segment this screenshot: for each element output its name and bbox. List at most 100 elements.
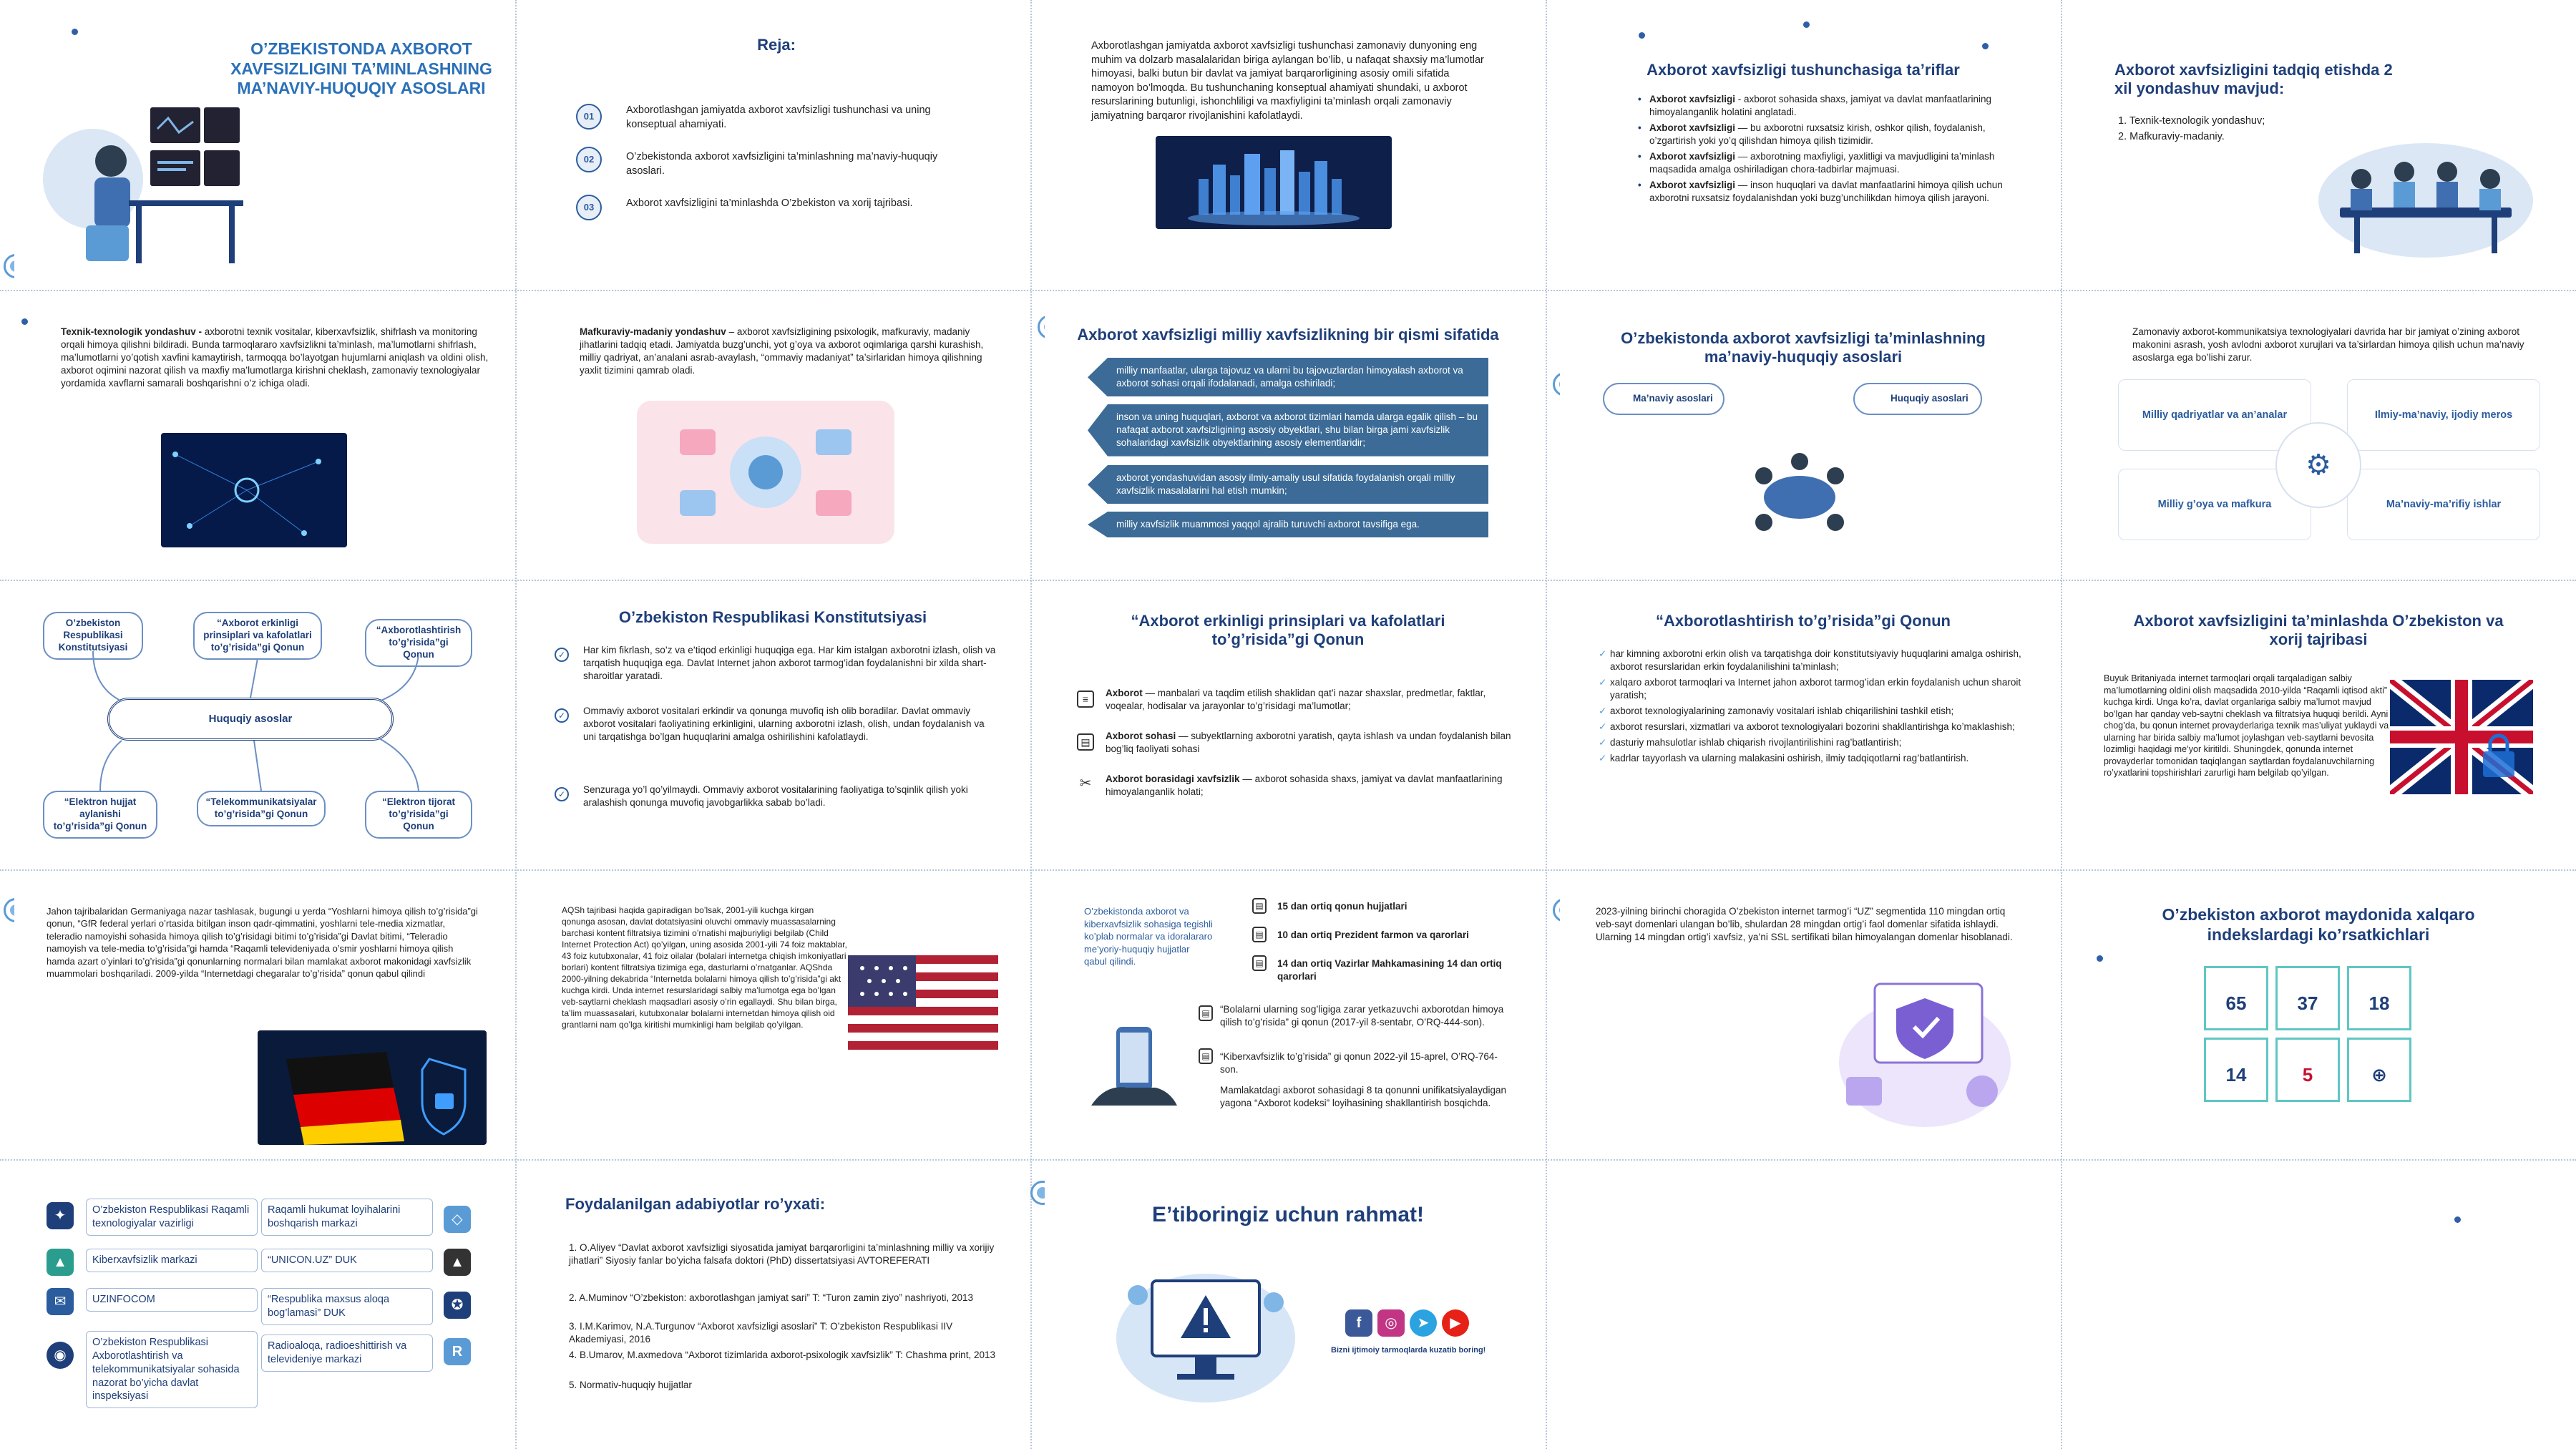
term: Texnik-texnologik yondashuv - xyxy=(61,326,203,337)
instagram-icon[interactable]: ◎ xyxy=(1377,1309,1405,1337)
dot-decoration xyxy=(1639,32,1645,39)
goal-item: axborot texnologiyalarining zamonaviy vo… xyxy=(1596,705,2025,718)
slide-5: Axborot xavfsizligini tadqiq etishda 2 x… xyxy=(2075,7,2562,286)
list-icon: ≡ xyxy=(1077,691,1094,708)
germany-flag-security-image xyxy=(258,1030,487,1145)
team-meeting-illustration xyxy=(2318,143,2533,258)
smart-city-hand-illustration xyxy=(1156,136,1392,229)
org-box: O’zbekiston Respublikasi Raqamli texnolo… xyxy=(86,1199,258,1236)
slide-title: “Axborot erkinligi prinsiplari va kafola… xyxy=(1131,612,1445,649)
slide-title: O’zbekiston axborot maydonida xalqaro in… xyxy=(2162,905,2475,944)
definition: — axborotning maxfiyligi, yaxlitligi va … xyxy=(1649,150,1995,175)
slide-paragraph: Axborotlashgan jamiyatda axborot xavfsiz… xyxy=(1091,40,1484,122)
goal-item: dasturiy mahsulotlar ishlab chiqarish ri… xyxy=(1596,736,2025,749)
youtube-icon[interactable]: ▶ xyxy=(1442,1309,1469,1337)
divider xyxy=(1030,0,1032,1449)
slide-paragraph: 2023-yilning birinchi choragida O’zbekis… xyxy=(1596,906,2013,942)
slide-12: O’zbekiston Respublikasi Konstitutsiyasi… xyxy=(530,587,1016,866)
constitution-point: Har kim fikrlash, so’z va e’tiqod erkinl… xyxy=(583,645,996,681)
slide-7: Mafkuraviy-madaniy yondashuv – axborot x… xyxy=(530,297,1016,576)
document-icon: ▤ xyxy=(1077,733,1094,751)
spiritual-basis-pill: Ma’naviy asoslari xyxy=(1603,383,1724,415)
document-icon: ▤ xyxy=(1252,955,1267,971)
slide-title: E’tiboringiz uchun rahmat! xyxy=(1152,1203,1424,1226)
point-band: milliy manfaatlar, ularga tajovuz va ula… xyxy=(1088,358,1488,397)
term: Axborot sohasi xyxy=(1106,731,1176,741)
social-follow-text: Bizni ijtimoiy tarmoqlarda kuzatib borin… xyxy=(1331,1346,1486,1355)
reference-item: 4. B.Umarov, M.axmedova “Axborot tizimla… xyxy=(569,1350,995,1360)
divider xyxy=(0,290,2576,291)
slide-title: Reja: xyxy=(757,36,796,54)
slide-21: O’zbekiston Respublikasi Raqamli texnolo… xyxy=(14,1166,501,1445)
security-shield-illustration xyxy=(1839,982,2011,1127)
slide-paragraph: Jahon tajribalaridan Germaniyaga nazar t… xyxy=(47,906,478,980)
definition: — manbalari va taqdim etilish shaklidan … xyxy=(1106,688,1486,711)
value-quadrant: Ilmiy-ma’naviy, ijodiy meros xyxy=(2347,379,2540,451)
cyber-center-logo-icon: ▲ xyxy=(47,1249,74,1276)
org-box: “UNICON.UZ” DUK xyxy=(261,1249,433,1272)
slide-paragraph: Zamonaviy axborot-kommunikatsiya texnolo… xyxy=(2132,326,2524,363)
slide-title: Foydalanilgan adabiyotlar ro’yxati: xyxy=(565,1195,826,1213)
constitution-point: Ommaviy axborot vositalari erkindir va q… xyxy=(583,706,985,742)
org-box: Radioaloqa, radioeshittirish va televide… xyxy=(261,1335,433,1372)
inspection-logo-icon: ◉ xyxy=(47,1342,74,1369)
person-at-computer-illustration xyxy=(43,107,243,263)
org-box: UZINFOCOM xyxy=(86,1288,258,1312)
index-card: 37 xyxy=(2275,966,2340,1030)
law-pill: “Axborot erkinligi prinsiplari va kafola… xyxy=(193,612,322,660)
globe-icon: ⊕ xyxy=(2371,1064,2387,1085)
divider xyxy=(515,0,517,1449)
org-box: Kiberxavfsizlik markazi xyxy=(86,1249,258,1272)
slide-title: O’zbekistonda axborot xavfsizligi ta’min… xyxy=(1621,329,1986,366)
slide-18: O’zbekistonda axborot va kiberxavfsizlik… xyxy=(1045,877,1531,1156)
value-quadrant: Milliy qadriyatlar va an’analar xyxy=(2118,379,2311,451)
definition-item: Axborot xavfsizligi — axborotning maxfiy… xyxy=(1635,150,2007,176)
definition: — subyektlarning axborotni yaratish, qay… xyxy=(1106,731,1511,754)
slide-14: “Axborotlashtirish to’g’risida”gi Qonun … xyxy=(1560,587,2046,866)
goal-item: xalqaro axborot tarmoqlari va Internet j… xyxy=(1596,676,2025,702)
slide-title: O’ZBEKISTONDA AXBOROT XAVFSIZLIGINI TA’M… xyxy=(230,39,492,98)
definition: – axborot xavfsizligining psixologik, ma… xyxy=(580,326,984,376)
slide-paragraph: AQSh tajribasi haqida gapiradigan bo’lsa… xyxy=(562,905,847,1030)
org-box: O’zbekiston Respublikasi Axborotlashtiri… xyxy=(86,1331,258,1409)
law-definition: Axborot — manbalari va taqdim etilish sh… xyxy=(1106,687,1517,713)
document-icon: ▤ xyxy=(1199,1005,1213,1021)
term: Axborot xavfsizligi xyxy=(1649,122,1736,133)
definition: - axborot sohasida shaxs, jamiyat va dav… xyxy=(1649,94,1991,117)
dot-decoration xyxy=(1982,43,1989,49)
facebook-icon[interactable]: f xyxy=(1345,1309,1372,1337)
slide-23: E’tiboringiz uchun rahmat! f ◎ ➤ ▶ Bizni… xyxy=(1045,1166,1531,1445)
stat-item: 14 dan ortiq Vazirlar Mahkamasining 14 d… xyxy=(1277,958,1502,982)
law-definition: Axborot sohasi — subyektlarning axborotn… xyxy=(1106,730,1517,756)
slide-title: “Axborotlashtirish to’g’risida”gi Qonun xyxy=(1656,612,1951,630)
index-card: 18 xyxy=(2347,966,2411,1030)
tools-icon: ✂ xyxy=(1079,776,1092,791)
uzinfocom-logo-icon: ✉ xyxy=(47,1288,74,1315)
hand-phone-illustration xyxy=(1091,1027,1177,1106)
goal-item: axborot resurslari, xizmatlari va axboro… xyxy=(1596,721,2025,733)
slide-19: 2023-yilning birinchi choragida O’zbekis… xyxy=(1560,877,2046,1156)
slide-13: “Axborot erkinligi prinsiplari va kafola… xyxy=(1045,587,1531,866)
law-pill: “Elektron tijorat to’g’risida”gi Qonun xyxy=(365,791,472,839)
law-goals-list: har kimning axborotni erkin olish va tar… xyxy=(1596,648,2025,768)
index-rank: 14 xyxy=(2225,1064,2247,1085)
index-card: 65 xyxy=(2204,966,2268,1030)
legal-basis-label: Huquqiy asoslari xyxy=(1890,393,1968,404)
slide-4: Axborot xavfsizligi tushunchasiga ta’rif… xyxy=(1560,7,2046,286)
value-quadrant: Ma’naviy-ma’rifiy ishlar xyxy=(2347,469,2540,540)
slide-title: Axborot xavfsizligi milliy xavfsizliknin… xyxy=(1077,326,1499,343)
document-icon: ▤ xyxy=(1252,898,1267,914)
slide-22: Foydalanilgan adabiyotlar ro’yxati: 1. O… xyxy=(530,1166,1016,1445)
org-box: Raqamli hukumat loyihalarini boshqarish … xyxy=(261,1199,433,1236)
definition: — inson huquqlari va davlat manfaatlarin… xyxy=(1649,179,2003,203)
connector-lines xyxy=(92,650,419,791)
index-rank: 65 xyxy=(2225,992,2247,1014)
term: Axborot xyxy=(1106,688,1143,698)
telegram-icon[interactable]: ➤ xyxy=(1410,1309,1437,1337)
divider xyxy=(0,580,2576,581)
index-rank: 18 xyxy=(2368,992,2390,1014)
head-gear-icon: ⚙ xyxy=(2275,422,2361,508)
ministry-logo-icon: ✦ xyxy=(47,1202,74,1229)
constitution-point: Senzuraga yo’l qo’yilmaydi. Ommaviy axbo… xyxy=(583,784,968,808)
